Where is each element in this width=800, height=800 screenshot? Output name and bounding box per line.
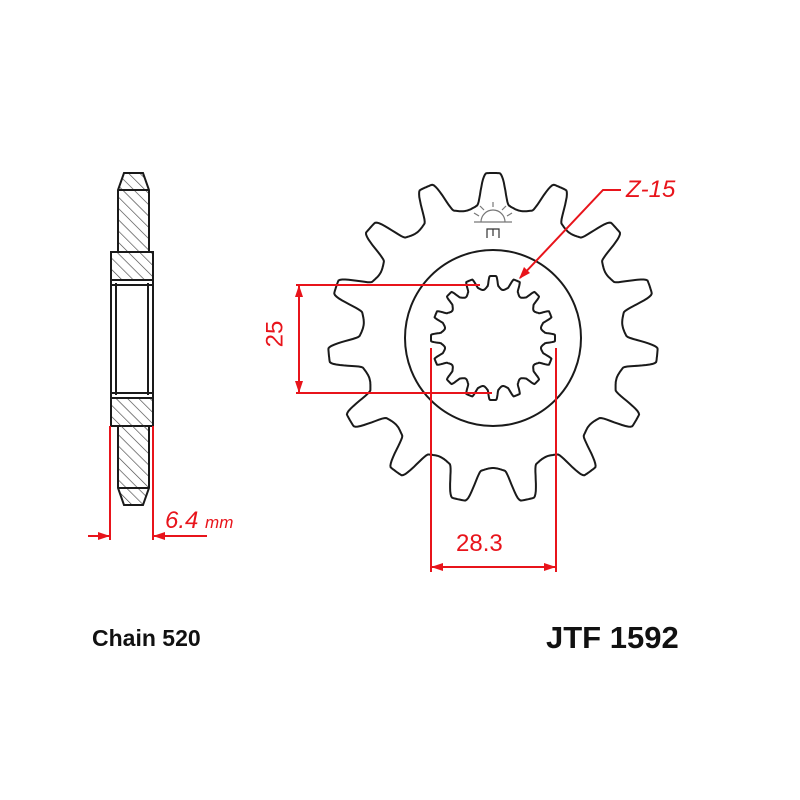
side-lower-tooth: [117, 426, 150, 506]
teeth-leader-line: [519, 189, 621, 279]
chain-label: Chain 520: [92, 625, 201, 651]
hub-circle: [404, 249, 582, 427]
side-lower-hub: [110, 397, 154, 427]
thickness-dimension: [88, 426, 207, 540]
front-view: [327, 172, 659, 502]
front-dimensions: [295, 189, 621, 572]
sprocket-outline: [327, 172, 659, 502]
side-upper-hub: [110, 251, 154, 281]
jt-logo-icon: [473, 202, 513, 238]
spline-dimension-label: 25: [261, 320, 289, 348]
part-number: JTF 1592: [546, 620, 679, 655]
thickness-label: 6.4 mm: [165, 507, 233, 535]
side-bore: [110, 279, 154, 399]
side-view: [110, 172, 154, 506]
teeth-count-label: Z-15: [626, 176, 676, 203]
thickness-value: 6.4: [165, 507, 199, 534]
bolt-dimension-label: 28.3: [456, 530, 503, 557]
spline-bore: [430, 275, 556, 401]
thickness-unit: mm: [205, 513, 234, 532]
side-upper-tooth: [117, 172, 150, 252]
